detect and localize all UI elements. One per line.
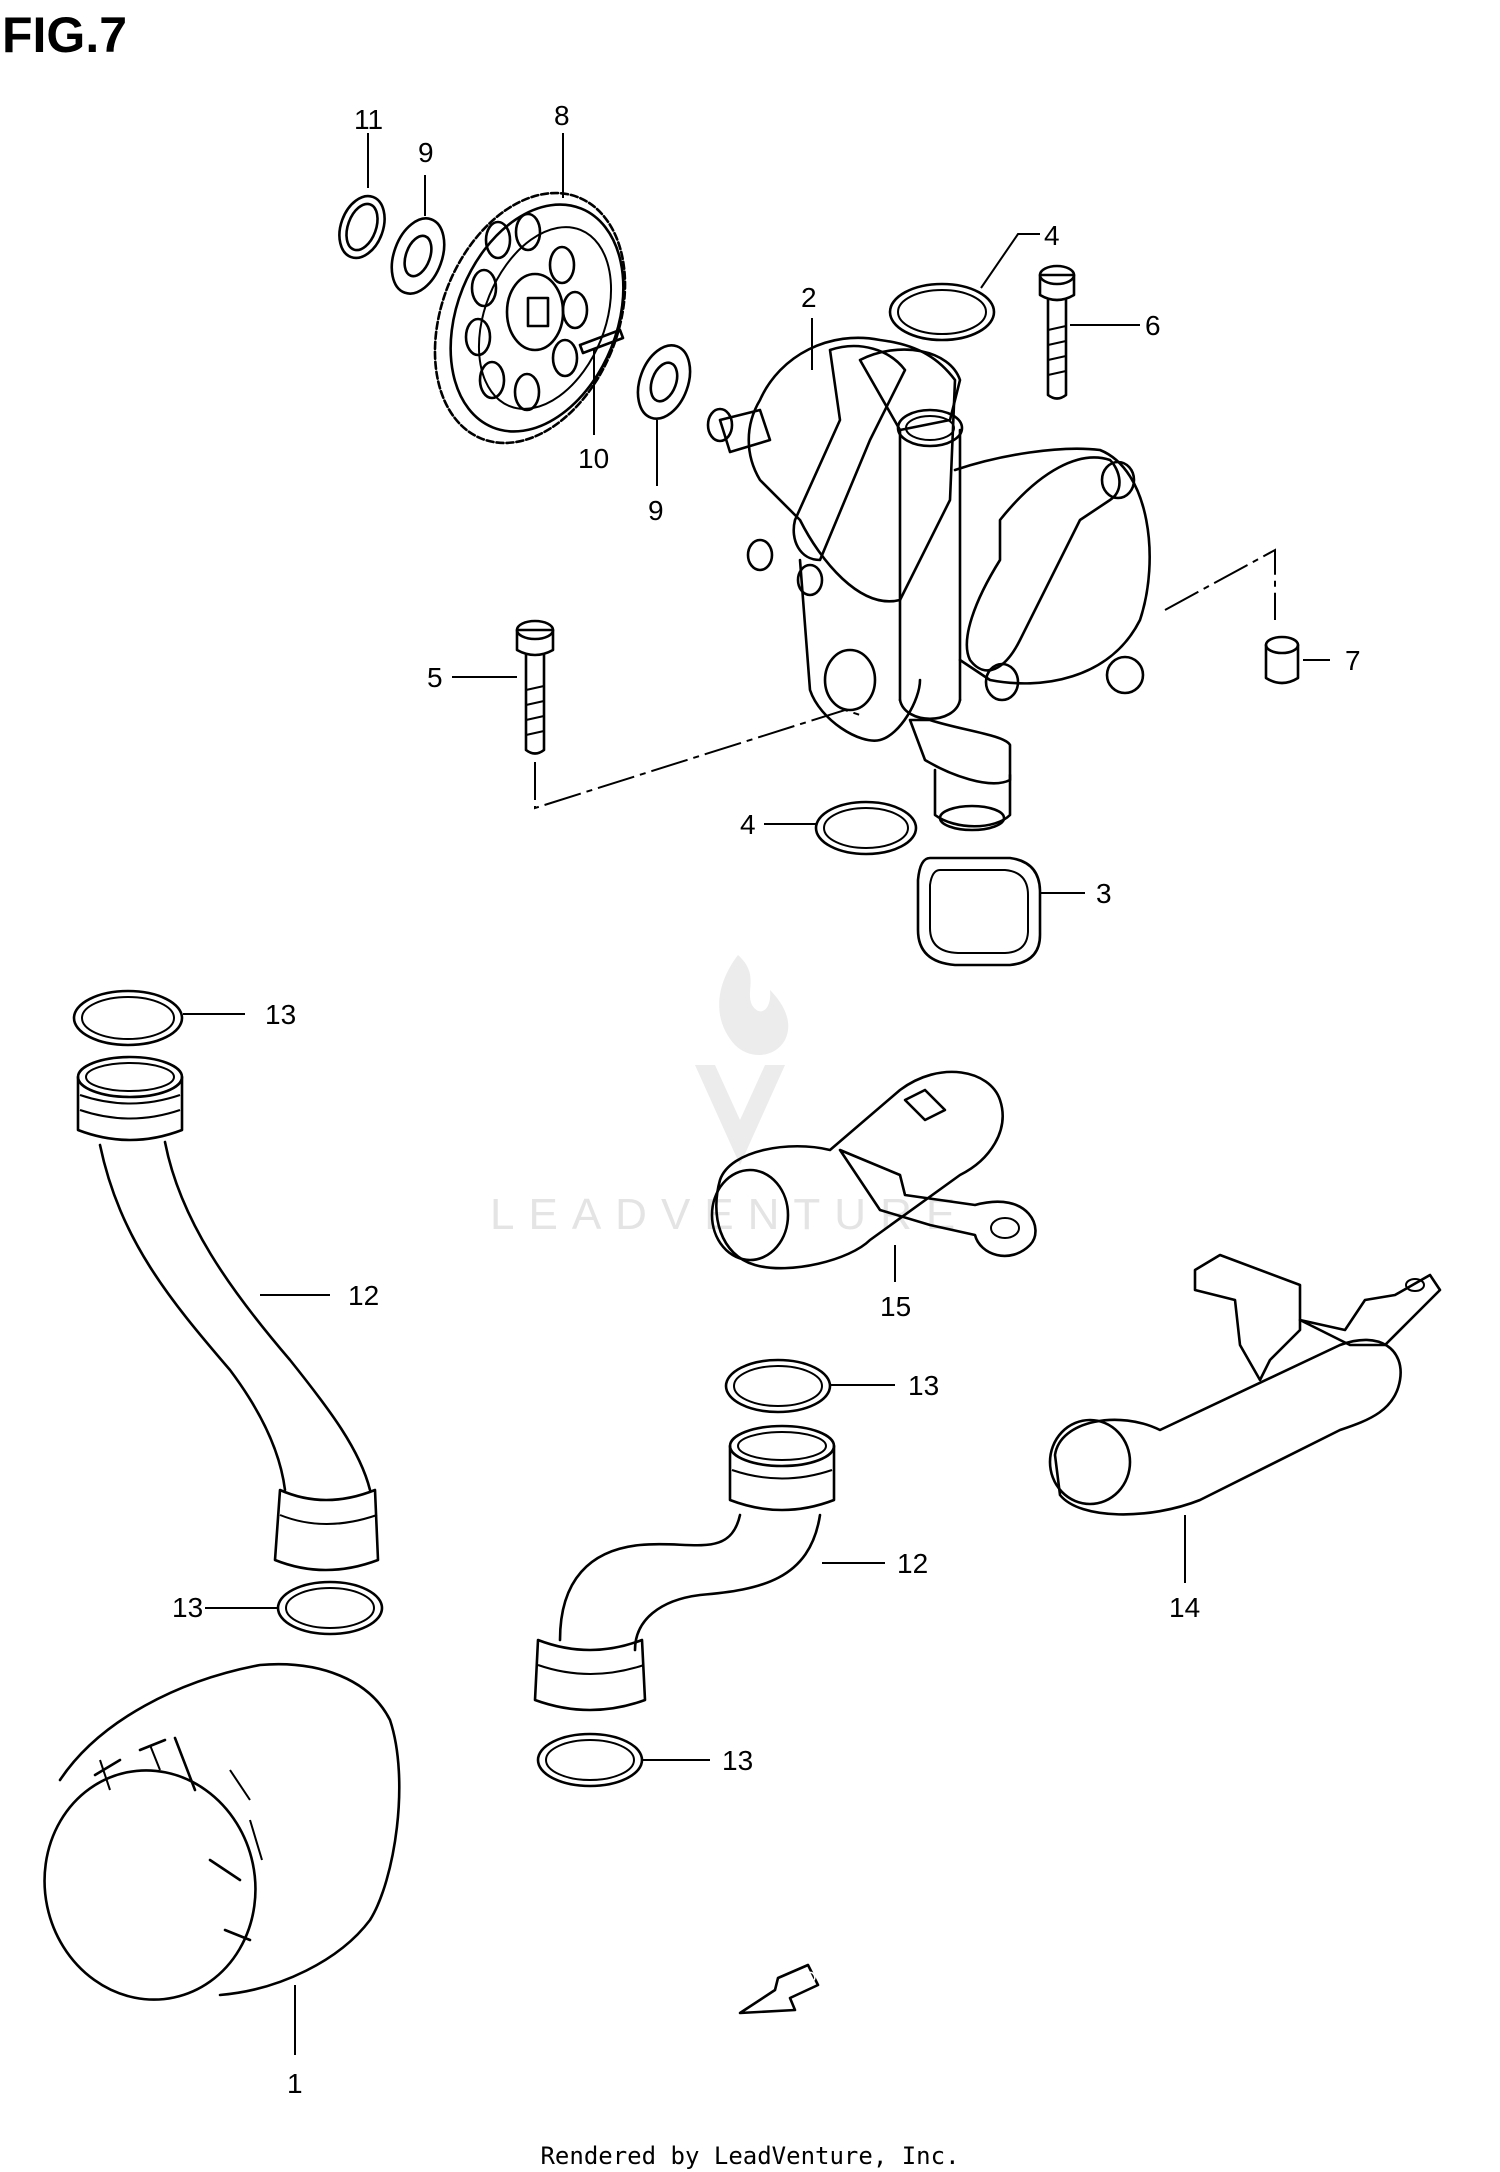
callout-9-lower: 9 [648, 495, 664, 526]
part-3-gasket[interactable] [916, 856, 1042, 967]
callout-8: 8 [554, 100, 570, 131]
part-4-oring-lower[interactable] [814, 800, 918, 856]
part-14-hose[interactable] [1048, 1253, 1442, 1516]
callout-12-b: 12 [897, 1548, 928, 1579]
part-1-oil-filter[interactable] [23, 1662, 401, 2019]
callout-2: 2 [801, 282, 817, 313]
callout-13-d: 13 [722, 1745, 753, 1776]
figure-title: FIG.7 [2, 7, 128, 63]
callout-4-lower: 4 [740, 809, 756, 840]
part-9-washer-upper[interactable] [382, 211, 454, 301]
callout-7: 7 [1345, 645, 1361, 676]
part-6-bolt[interactable] [1038, 264, 1076, 400]
callout-13-a: 13 [265, 999, 296, 1030]
part-8-gear[interactable] [400, 165, 661, 472]
part-7-dowel[interactable] [1264, 635, 1300, 685]
callout-3: 3 [1096, 878, 1112, 909]
part-12-hose-a[interactable] [76, 1055, 380, 1572]
callout-6: 6 [1145, 310, 1161, 341]
watermark-text: LEADVENTURE [490, 1190, 970, 1239]
part-13-oring-a[interactable] [72, 989, 184, 1047]
part-4-oring-upper[interactable] [888, 282, 996, 342]
leader-lines [183, 133, 1330, 2055]
part-5-bolt[interactable] [515, 619, 555, 755]
part-13-oring-b[interactable] [276, 1580, 384, 1636]
watermark-logo [695, 955, 789, 1165]
part-12-hose-b[interactable] [533, 1424, 836, 1712]
callout-labels: 11 9 8 2 4 6 10 9 7 5 4 3 13 12 13 1 15 … [172, 100, 1361, 2099]
callout-10: 10 [578, 443, 609, 474]
callout-12-a: 12 [348, 1280, 379, 1311]
part-13-oring-d[interactable] [536, 1732, 644, 1788]
part-15-hose[interactable] [710, 1070, 1037, 1270]
part-2-oil-pump[interactable] [706, 336, 1151, 832]
callout-1: 1 [287, 2068, 303, 2099]
callout-5: 5 [427, 662, 443, 693]
callout-15: 15 [880, 1291, 911, 1322]
callout-13-c: 13 [908, 1370, 939, 1401]
part-10-pin[interactable] [578, 328, 625, 355]
fwd-arrow-icon: FWD [738, 1963, 820, 2015]
assembly-guide-lines [534, 548, 1276, 810]
callout-14: 14 [1169, 1592, 1200, 1623]
footer-credit: Rendered by LeadVenture, Inc. [540, 2142, 960, 2170]
callout-4-upper: 4 [1044, 220, 1060, 251]
callout-9-upper: 9 [418, 137, 434, 168]
part-13-oring-c[interactable] [724, 1358, 832, 1414]
callout-13-b: 13 [172, 1592, 203, 1623]
callout-11: 11 [354, 104, 383, 135]
part-9-washer-lower[interactable] [628, 338, 699, 426]
part-11-circlip[interactable] [331, 190, 392, 265]
